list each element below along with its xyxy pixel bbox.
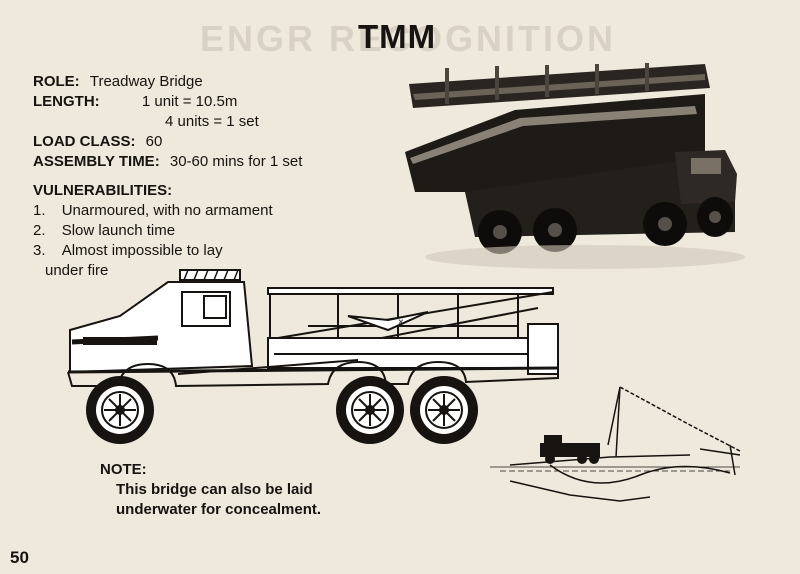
note-heading: NOTE: [100, 461, 147, 478]
list-item-continuation: under fire [45, 262, 109, 279]
length-row: LENGTH: 1 unit = 10.5m [33, 92, 302, 112]
length-row-2: 4 units = 1 set [33, 112, 302, 132]
assembly-value: 30-60 mins for 1 set [169, 153, 303, 170]
assembly-row: ASSEMBLY TIME: 30-60 mins for 1 set [33, 152, 302, 172]
truck-side-view-icon: × [67, 269, 559, 444]
bridge-launch-diagram-icon [490, 386, 741, 502]
length-value-2: 4 units = 1 set [165, 113, 259, 130]
load-value: 60 [145, 133, 163, 150]
role-row: ROLE: Treadway Bridge [33, 72, 302, 92]
load-row: LOAD CLASS: 60 [33, 132, 302, 152]
note-line-1: This bridge can also be laid [116, 481, 313, 498]
bleedthrough-title: ENGR RECOGNITION [200, 18, 617, 59]
vulnerabilities-heading: VULNERABILITIES: [33, 182, 173, 199]
note-line-2: underwater for concealment. [116, 501, 322, 518]
spec-block: ROLE: Treadway Bridge LENGTH: 1 unit = 1… [33, 72, 302, 172]
list-item-text: Slow launch time [61, 222, 176, 239]
list-item: 3. Almost impossible to lay [33, 241, 273, 261]
assembly-label: ASSEMBLY TIME: [33, 153, 160, 170]
list-item: 2. Slow launch time [33, 221, 273, 241]
truck-photo-icon [405, 63, 745, 269]
list-item: 1. Unarmoured, with no armament [33, 201, 273, 221]
list-item-number: 2. [33, 222, 46, 239]
wheel-group [86, 376, 478, 444]
list-item-text: Unarmoured, with no armament [61, 202, 273, 219]
svg-text:×: × [398, 317, 404, 328]
load-label: LOAD CLASS: [33, 133, 136, 150]
length-label: LENGTH: [33, 93, 100, 110]
vulnerabilities-block: VULNERABILITIES: 1. Unarmoured, with no … [33, 181, 273, 281]
page-title: TMM [358, 18, 437, 55]
list-item-number: 1. [33, 202, 46, 219]
role-value: Treadway Bridge [89, 73, 203, 90]
length-value-1: 1 unit = 10.5m [141, 93, 238, 110]
list-item-number: 3. [33, 242, 46, 259]
list-item-text: Almost impossible to lay [61, 242, 223, 259]
page-number: 50 [10, 548, 29, 567]
role-label: ROLE: [33, 73, 80, 90]
note-block: NOTE: This bridge can also be laid under… [100, 460, 321, 520]
